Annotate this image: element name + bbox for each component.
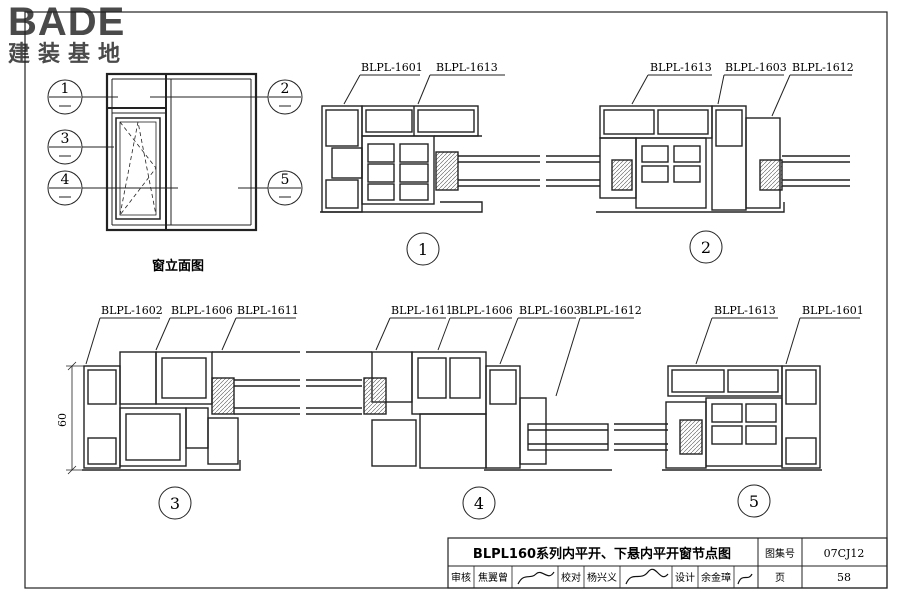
elevation-frame (105, 72, 258, 232)
detail-1-label-1613: BLPL-1613 (436, 61, 498, 74)
detail-4 (306, 351, 612, 471)
detail-5-labels: BLPL-1613 BLPL-1601 5 (695, 304, 864, 518)
inward-opening-indicator (119, 121, 157, 216)
callout-5: 5 (267, 170, 303, 206)
title-block: BLPL160系列内平开、下悬内平开窗节点图 图集号 07CJ12 审核 焦翼曾… (447, 537, 888, 589)
svg-text:4: 4 (61, 172, 70, 188)
elevation-title: 窗立面图 (152, 258, 204, 274)
logo-word: BADE (8, 0, 126, 44)
detail-3-label-1611: BLPL-1611 (237, 304, 299, 317)
atlas-label: 图集号 (765, 547, 795, 560)
detail-3-number: 3 (170, 494, 180, 513)
detail-2-labels: BLPL-1613 BLPL-1603 BLPL-1612 2 (631, 61, 854, 264)
detail-4-label-1606: BLPL-1606 (451, 304, 513, 317)
drawing-title: BLPL160系列内平开、下悬内平开窗节点图 (473, 546, 731, 562)
svg-text:5: 5 (281, 172, 290, 188)
svg-text:3: 3 (61, 131, 70, 147)
detail-3 (82, 351, 300, 471)
detail-2 (546, 105, 850, 213)
callout-4: 4 (47, 170, 83, 206)
bottom-hung-indicator (119, 121, 157, 216)
detail-4-label-1603: BLPL-1603 (519, 304, 581, 317)
detail-4-label-1611: BLPL-1611 (391, 304, 453, 317)
checker-signature (625, 568, 669, 585)
detail-4-label-1612: BLPL-1612 (580, 304, 642, 317)
page-label: 页 (775, 572, 785, 584)
detail-5-label-1601: BLPL-1601 (802, 304, 864, 317)
detail-2-number: 2 (701, 238, 711, 257)
detail-1 (320, 105, 540, 213)
detail-2-label-1612: BLPL-1612 (792, 61, 854, 74)
detail-5-number: 5 (749, 492, 759, 511)
page-number: 58 (837, 571, 851, 584)
detail-1-number: 1 (418, 240, 428, 259)
callout-1: 1 (47, 79, 83, 115)
detail-4-number: 4 (474, 494, 484, 513)
check-label: 校对 (561, 571, 581, 584)
detail-5-label-1613: BLPL-1613 (714, 304, 776, 317)
detail-5 (614, 365, 822, 471)
review-label: 审核 (451, 571, 471, 584)
sash-outline (115, 117, 161, 220)
logo-subtitle: 建装基地 (8, 42, 129, 67)
svg-text:1: 1 (61, 81, 70, 97)
checker-name: 杨兴义 (587, 571, 617, 584)
atlas-number: 07CJ12 (824, 547, 865, 560)
brand-logo: BADE 建装基地 (8, 2, 128, 68)
window-elevation: 1 2 3 4 5 窗立面图 (47, 72, 303, 274)
detail-1-label-1601: BLPL-1601 (361, 61, 423, 74)
detail-2-label-1603: BLPL-1603 (725, 61, 787, 74)
callout-3: 3 (47, 129, 83, 165)
detail-4-labels: BLPL-1611 BLPL-1606 BLPL-1603 BLPL-1612 … (375, 304, 642, 520)
detail-1-labels: BLPL-1601 BLPL-1613 1 (343, 61, 505, 266)
detail-3-label-1602: BLPL-1602 (101, 304, 163, 317)
design-label: 设计 (675, 571, 695, 584)
callout-2: 2 (267, 79, 303, 115)
detail-3-label-1606: BLPL-1606 (171, 304, 233, 317)
designer-name: 余金璋 (701, 571, 731, 584)
reviewer-name: 焦翼曾 (478, 571, 508, 584)
detail-3-labels: BLPL-1602 BLPL-1606 BLPL-1611 60 3 (56, 304, 299, 520)
detail-3-dimension: 60 (56, 413, 69, 427)
reviewer-signature (517, 571, 555, 585)
svg-text:2: 2 (281, 81, 290, 97)
detail-2-label-1613: BLPL-1613 (650, 61, 712, 74)
designer-signature (737, 573, 753, 585)
